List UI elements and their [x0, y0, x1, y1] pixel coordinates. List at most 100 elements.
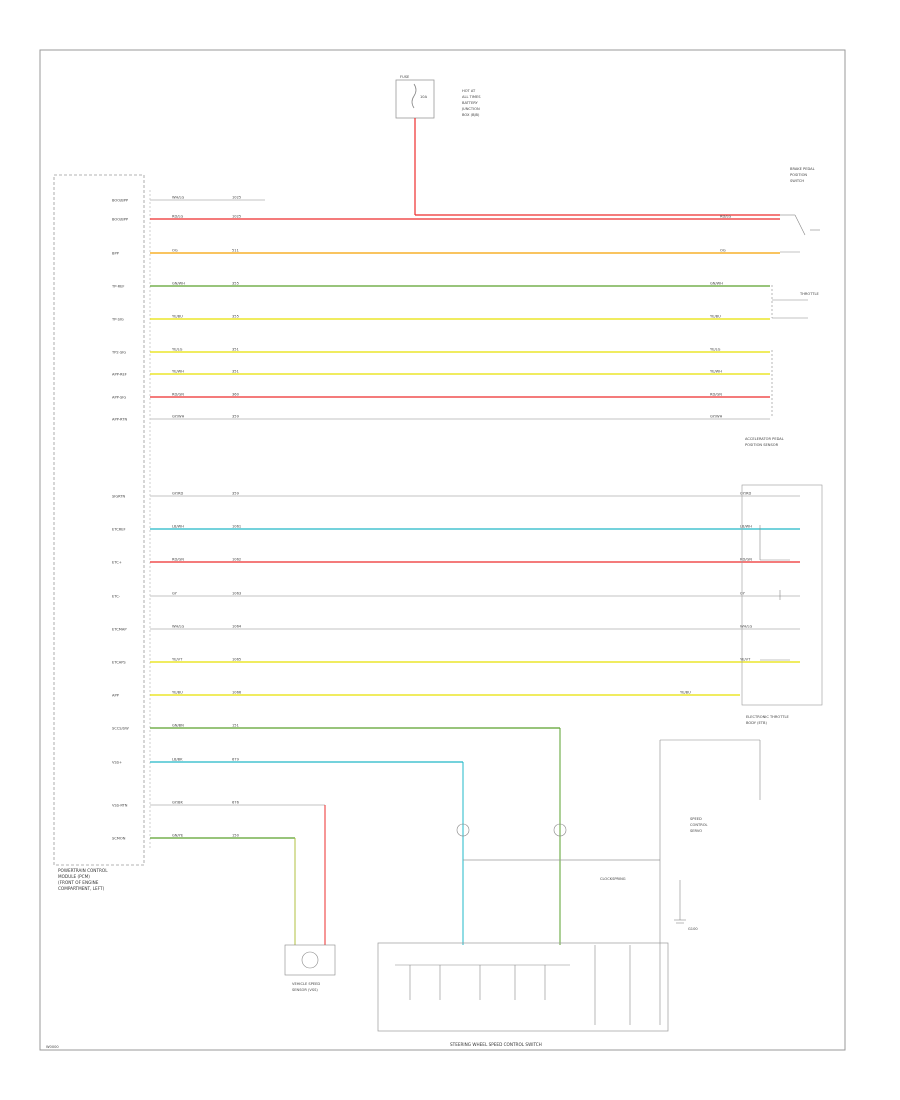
- wire-circuit-number: 1063: [232, 592, 241, 596]
- vss-sensor: VEHICLE SPEED SENSOR (VSS): [284, 944, 336, 992]
- wire-color-code-end: GY/WH: [710, 415, 723, 419]
- svg-text:THROTTLE: THROTTLE: [799, 292, 820, 296]
- wire-color-code: GN/WH: [172, 282, 185, 286]
- clockspring-label: CLOCKSPRING: [600, 877, 626, 881]
- wire-circuit-number: 679: [232, 758, 240, 762]
- wire-color-code: RD/GN: [172, 558, 184, 562]
- wire-color-code: RD/GN: [172, 393, 184, 397]
- svg-text:BATTERY: BATTERY: [462, 101, 479, 105]
- svg-text:G100: G100: [688, 927, 698, 931]
- svg-text:POWERTRAIN CONTROL: POWERTRAIN CONTROL: [58, 868, 108, 873]
- wire-circuit-number: 1061: [232, 525, 241, 529]
- wire-color-code: YE/BU: [172, 315, 183, 319]
- wire-color-code: WH/LG: [172, 625, 184, 629]
- svg-text:POSITION SENSOR: POSITION SENSOR: [745, 443, 779, 447]
- fuse-side-text: HOT AT ALL TIMES BATTERY JUNCTION BOX (B…: [461, 89, 481, 117]
- wire-pin-label: SIGRTN: [112, 495, 126, 499]
- wire-pin-label: VSS+: [112, 761, 122, 765]
- wire-pin-label: SCMON: [112, 837, 126, 841]
- wire-circuit-number: 360: [232, 393, 240, 397]
- wire-pin-label: ETC+: [112, 561, 122, 565]
- wire-pin-label: VSS-RTN: [112, 804, 128, 808]
- wire-pin-label: TP-REF: [111, 285, 124, 289]
- wire-circuit-number: 359: [232, 415, 240, 419]
- bottom-module-label: STEERING WHEEL SPEED CONTROL SWITCH: [450, 1042, 542, 1047]
- fuse-symbol: [411, 83, 417, 109]
- wire-color-code: GY/WH: [172, 415, 185, 419]
- wire-color-code-end: GN/WH: [710, 282, 723, 286]
- wire-circuit-number: 511: [232, 249, 239, 253]
- wire-color-code: YE/WH: [172, 370, 184, 374]
- wire-pin-label: TP2-SIG: [111, 351, 126, 355]
- diagram-frame: [39, 49, 846, 1051]
- svg-text:ELECTRONIC THROTTLE: ELECTRONIC THROTTLE: [746, 715, 790, 719]
- wire-circuit-number: 351: [232, 370, 239, 374]
- wire-color-code: GY: [172, 592, 178, 596]
- wire-color-code: WH/LG: [172, 196, 184, 200]
- svg-text:SENSOR (VSS): SENSOR (VSS): [292, 988, 318, 992]
- wire-pin-label: BOO/BPP: [112, 218, 129, 222]
- wire-circuit-number: 151: [232, 724, 239, 728]
- wire-circuit-number: 1066: [232, 691, 242, 695]
- footer-id: W0000: [46, 1045, 59, 1049]
- wire-color-code: GY/RD: [172, 492, 184, 496]
- wire-color-code: RD/LG: [172, 215, 183, 219]
- wire-circuit-number: 359: [232, 492, 240, 496]
- wire-pin-label: ETCAPS: [112, 661, 126, 665]
- wire-color-code: OG: [172, 249, 178, 253]
- wire-color-code-end: GY/RD: [740, 492, 752, 496]
- speed-control-servo: SPEED CONTROL SERVO: [659, 739, 761, 945]
- svg-text:SWITCH: SWITCH: [790, 179, 804, 183]
- svg-text:POSITION: POSITION: [790, 173, 807, 177]
- svg-text:BODY (ETB): BODY (ETB): [746, 721, 767, 725]
- wire-color-code-end: WH/LG: [740, 625, 752, 629]
- wire-circuit-number: 1025: [232, 196, 241, 200]
- wire-color-code-end: RD/GN: [710, 393, 722, 397]
- wire-color-code-end: OG: [720, 249, 726, 253]
- wire-color-code-end: YE/BU: [680, 691, 691, 695]
- wire-circuit-number: 355: [232, 315, 239, 319]
- wire-color-code: YE/LG: [172, 348, 183, 352]
- wire-circuit-number: 150: [232, 834, 240, 838]
- wire-pin-label: APP-SIG: [112, 396, 126, 400]
- brake-switch: BRAKE PEDAL POSITION SWITCH: [780, 167, 820, 253]
- wire-pin-label: APP-REF: [112, 373, 127, 377]
- wire-pin-label: SCCS/SW: [112, 727, 129, 731]
- clockspring-connector-1: [456, 823, 470, 837]
- svg-text:COMPARTMENT, LEFT): COMPARTMENT, LEFT): [58, 886, 105, 891]
- wire-pin-label: BOO/BPP: [112, 199, 129, 203]
- svg-text:BOX (BJB): BOX (BJB): [462, 113, 480, 117]
- wire-color-code-end: YE/VT: [740, 658, 751, 662]
- wire-circuit-number: 1065: [232, 658, 241, 662]
- steering-wheel-switch-module: [377, 942, 669, 1032]
- wire-color-code-end: YE/BU: [710, 315, 721, 319]
- svg-text:ACCELERATOR PEDAL: ACCELERATOR PEDAL: [745, 437, 784, 441]
- wire-color-code: LB/BK: [172, 758, 183, 762]
- throttle-sensor: THROTTLE: [771, 285, 820, 319]
- wire-circuit-number: 351: [232, 348, 239, 352]
- wire-color-code: YE/VT: [172, 658, 183, 662]
- wire-pin-label: BPP: [112, 252, 120, 256]
- clockspring-connector-2: [553, 823, 567, 837]
- pcm-module-box: [53, 174, 145, 866]
- wire-color-code-end: YE/WH: [710, 370, 722, 374]
- wire-circuit-number: 1064: [232, 625, 242, 629]
- svg-text:HOT AT: HOT AT: [462, 89, 476, 93]
- wire-circuit-number: 1062: [232, 558, 241, 562]
- wire-pin-label: APP: [112, 694, 120, 698]
- svg-text:MODULE (PCM): MODULE (PCM): [58, 874, 90, 879]
- svg-text:VEHICLE SPEED: VEHICLE SPEED: [292, 982, 320, 986]
- ground-symbol: G100: [674, 880, 698, 931]
- wire-color-code: GN/BN: [172, 724, 184, 728]
- svg-text:BRAKE PEDAL: BRAKE PEDAL: [790, 167, 815, 171]
- wire-color-code-end: GY: [740, 592, 746, 596]
- wire-pin-label: ETCMAP: [112, 628, 127, 632]
- wire-color-code: GY/BK: [172, 801, 183, 805]
- svg-text:ALL TIMES: ALL TIMES: [462, 95, 481, 99]
- wire-color-code: YE/BU: [172, 691, 183, 695]
- wire-pin-label: TP-SIG: [111, 318, 124, 322]
- wire-color-code-end: RD/LG: [720, 215, 731, 219]
- wire-color-code-end: RD/GN: [740, 558, 752, 562]
- wire-color-code-end: YE/LG: [710, 348, 721, 352]
